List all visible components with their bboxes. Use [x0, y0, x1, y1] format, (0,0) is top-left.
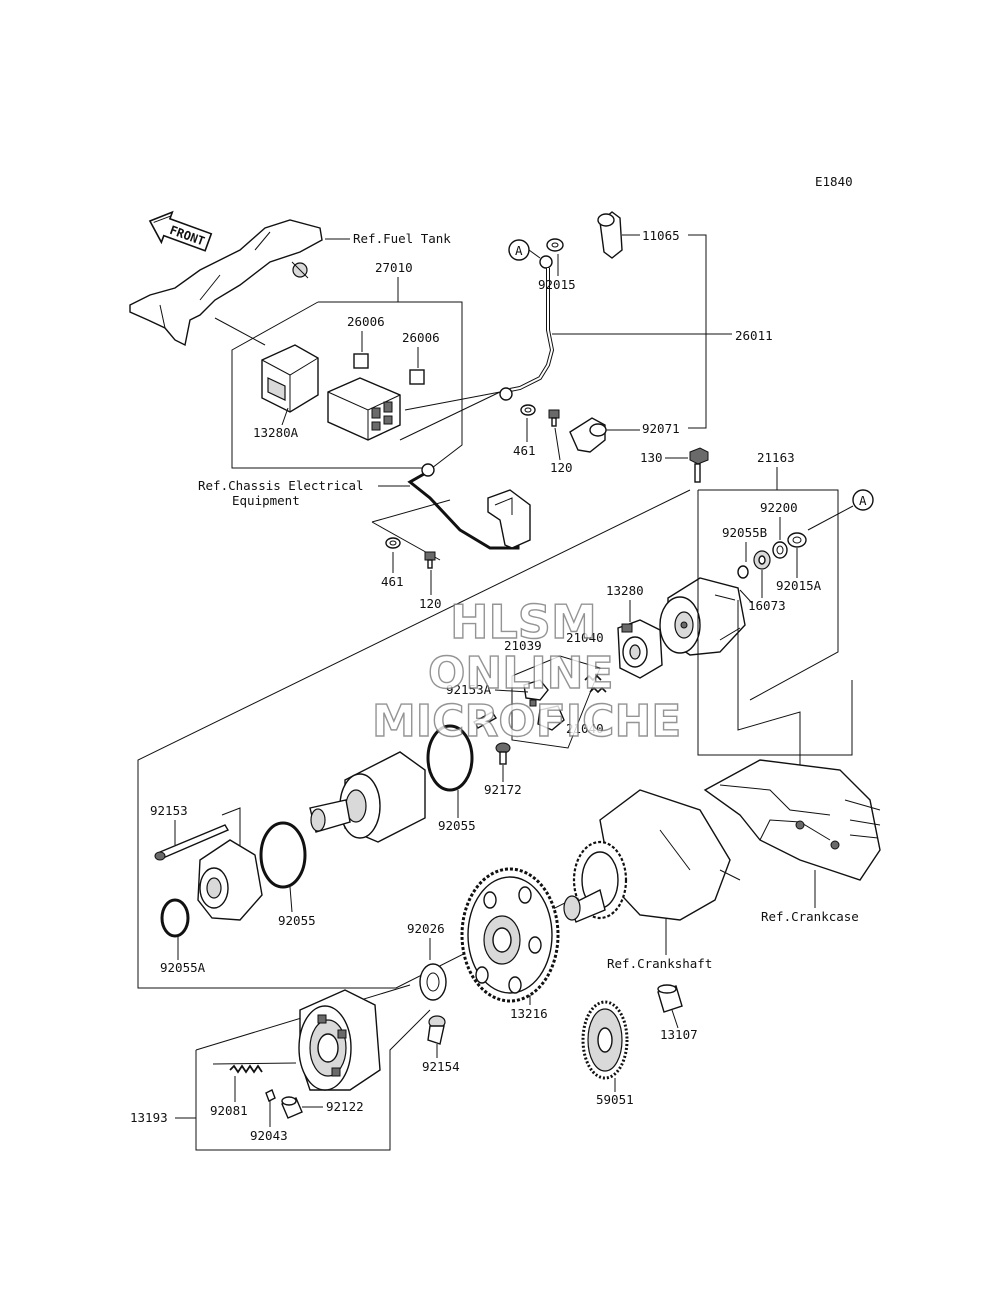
plunger-92043	[265, 1089, 276, 1102]
watermark: HLSM ONLINE MICROFICHE	[371, 594, 682, 747]
label-ref-crankshaft: Ref.Crankshaft	[607, 956, 712, 971]
svg-text:HLSM: HLSM	[450, 595, 597, 649]
label-26006-a: 26006	[347, 314, 385, 329]
bolt-92153A	[472, 711, 498, 729]
label-92015A: 92015A	[776, 578, 822, 593]
clutch-gear-13216	[460, 867, 560, 1003]
svg-text:MICROFICHE: MICROFICHE	[372, 696, 681, 747]
washer-92200	[772, 541, 788, 559]
nut-461-b	[385, 537, 401, 549]
oring-92055B	[737, 565, 749, 579]
nut-92015A	[787, 532, 807, 548]
label-59051: 59051	[596, 1092, 634, 1107]
label-92154: 92154	[422, 1059, 460, 1074]
label-21039: 21039	[504, 638, 542, 653]
nut-461-a	[520, 404, 536, 416]
collar-13107	[657, 984, 683, 1013]
bolt-120-a	[548, 409, 560, 427]
fuse-26006-b	[409, 369, 425, 385]
fuel-tank-bracket	[129, 219, 323, 347]
label-13107: 13107	[660, 1027, 698, 1042]
label-ref-chassis-2: Equipment	[232, 493, 300, 508]
label-13216: 13216	[510, 1006, 548, 1021]
label-ref-chassis-1: Ref.Chassis Electrical	[198, 478, 364, 493]
svg-text:ONLINE: ONLINE	[428, 648, 614, 699]
label-92055A: 92055A	[160, 960, 206, 975]
bolt-130	[689, 447, 709, 483]
label-27010: 27010	[375, 260, 413, 275]
bolt-120-b	[424, 551, 436, 569]
washer-92026	[419, 963, 447, 1001]
label-120-a: 120	[550, 460, 573, 475]
crankcase-section	[703, 759, 881, 881]
label-92055-b: 92055	[278, 913, 316, 928]
connector-13280A	[261, 344, 319, 413]
starter-relay	[327, 377, 401, 441]
label-13280: 13280	[606, 583, 644, 598]
label-92015: 92015	[538, 277, 576, 292]
label-ref-fuel-tank: Ref.Fuel Tank	[353, 231, 451, 246]
label-92200: 92200	[760, 500, 798, 515]
roller-92122	[281, 1096, 303, 1119]
front-cover	[197, 839, 263, 921]
spring-21040-b	[589, 686, 607, 694]
circle-callout-A-right: A	[852, 489, 874, 511]
label-461-b: 461	[381, 574, 404, 589]
starter-cable-26011	[499, 255, 555, 401]
cap-11065	[597, 211, 623, 259]
label-92043: 92043	[250, 1128, 288, 1143]
svg-text:A: A	[515, 243, 523, 258]
label-13280A: 13280A	[253, 425, 299, 440]
label-92153A: 92153A	[446, 682, 492, 697]
circle-callout-A-top: A	[508, 239, 530, 261]
front-arrow-icon: FRONT	[148, 210, 213, 252]
label-130: 130	[640, 450, 663, 465]
diagram-code: E1840	[815, 174, 853, 189]
bolt-92172	[495, 742, 511, 765]
label-92122: 92122	[326, 1099, 364, 1114]
spring-21040-a	[584, 674, 602, 682]
label-11065: 11065	[642, 228, 680, 243]
svg-text:A: A	[859, 493, 867, 508]
label-ref-crankcase: Ref.Crankcase	[761, 909, 859, 924]
bolt-92154	[427, 1015, 446, 1045]
label-92153: 92153	[150, 803, 188, 818]
label-21040-a: 21040	[566, 630, 604, 645]
oring-92055-lower	[259, 821, 307, 889]
fuse-26006-a	[353, 353, 369, 369]
label-92055-a: 92055	[438, 818, 476, 833]
brush-plate-21039	[523, 679, 565, 731]
label-92055B: 92055B	[722, 525, 767, 540]
label-26011: 26011	[735, 328, 773, 343]
label-21040-b: 21040	[566, 721, 604, 736]
idle-gear-59051	[581, 1000, 629, 1080]
oring-92055-upper	[426, 724, 474, 792]
ground-cable	[407, 463, 531, 550]
starter-end-cover	[659, 577, 746, 656]
starter-motor-yoke	[309, 751, 426, 843]
brush-holder-13280	[617, 619, 663, 679]
label-461-a: 461	[513, 443, 536, 458]
oring-92055A	[160, 898, 190, 938]
label-16073: 16073	[748, 598, 786, 613]
nut-92015	[546, 238, 564, 252]
one-way-clutch-13193	[298, 989, 381, 1091]
cap-92071	[569, 417, 607, 453]
spring-92081	[229, 1064, 263, 1074]
label-21163: 21163	[757, 450, 795, 465]
label-92026: 92026	[407, 921, 445, 936]
label-92081: 92081	[210, 1103, 248, 1118]
label-13193: 13193	[130, 1110, 168, 1125]
label-120-b: 120	[419, 596, 442, 611]
label-92172: 92172	[484, 782, 522, 797]
label-92071: 92071	[642, 421, 680, 436]
nut-16073	[753, 550, 771, 570]
long-bolt-92153	[154, 824, 230, 861]
label-26006-b: 26006	[402, 330, 440, 345]
crankshaft	[563, 789, 741, 923]
